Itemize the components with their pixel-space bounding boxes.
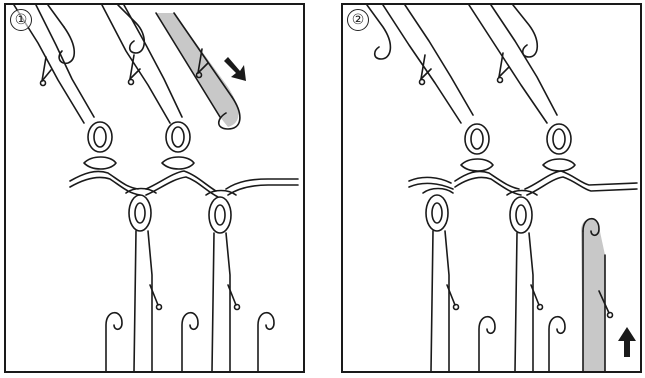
yarn-strand — [409, 171, 637, 195]
loop-icon — [84, 122, 116, 169]
diagram-panel-2: ② — [341, 3, 642, 373]
arrow-down-right-icon — [224, 57, 246, 81]
loop-icon — [543, 124, 575, 171]
latch-needle-icon — [182, 313, 198, 371]
latch-needle-icon — [431, 231, 459, 371]
latch-needle-icon — [212, 233, 240, 371]
latch-needle-icon — [479, 317, 495, 371]
latch-needle-icon — [515, 233, 543, 371]
step-label-2: ② — [347, 9, 369, 31]
loop-icon — [162, 122, 194, 169]
moving-needle-highlight — [581, 219, 613, 371]
knitting-diagram-1 — [6, 5, 303, 371]
latch-needle-icon — [258, 313, 274, 371]
latch-needle-icon — [549, 317, 565, 371]
moving-needle-highlight — [156, 13, 240, 129]
loop-icon — [126, 189, 156, 232]
loop-icon — [423, 189, 453, 232]
latch-needle-icon — [367, 5, 390, 59]
yarn-strand — [70, 171, 298, 197]
latch-needle-icon — [383, 5, 473, 123]
arrow-up-icon — [618, 327, 636, 357]
loop-icon — [461, 124, 493, 171]
diagram-panel-1: ① — [4, 3, 305, 373]
latch-needle-icon — [469, 5, 557, 123]
latch-needle-icon — [106, 313, 122, 371]
knitting-diagram-2 — [343, 5, 640, 371]
latch-needle-icon — [118, 5, 144, 53]
loop-icon — [206, 191, 236, 234]
loop-icon — [507, 191, 537, 234]
latch-needle-icon — [134, 231, 162, 371]
step-label-1: ① — [10, 9, 32, 31]
latch-needle-icon — [513, 5, 537, 57]
